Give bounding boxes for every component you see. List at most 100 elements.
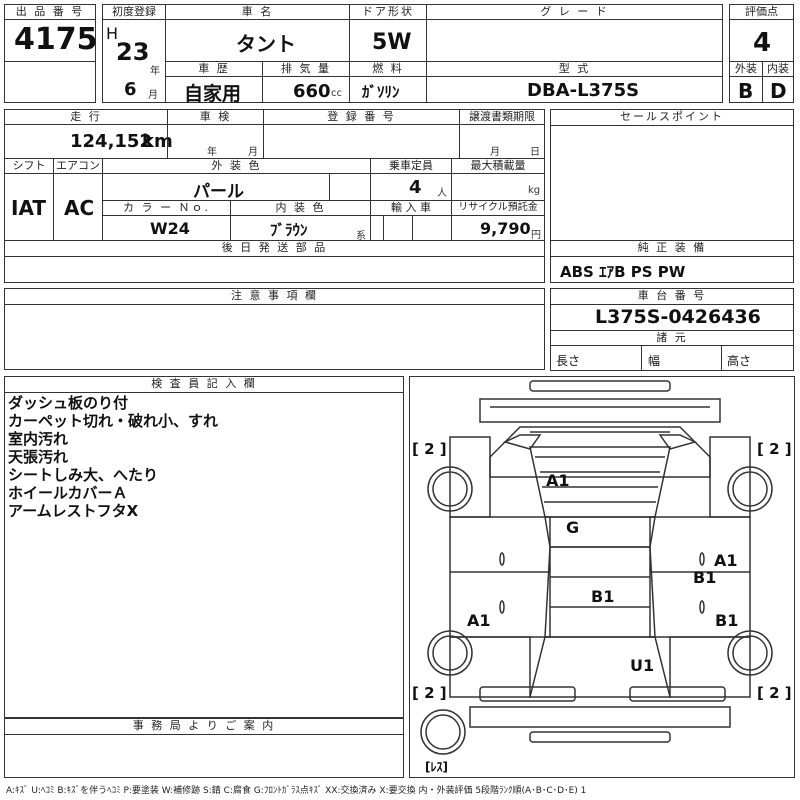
mark-back-door: U1 (630, 656, 655, 675)
interior-color-value: ﾌﾞﾗｳﾝ (270, 221, 308, 239)
reg-year: 23 (116, 38, 150, 66)
displacement-unit: cc (331, 88, 342, 99)
reg-month: 6 (124, 79, 137, 100)
door-value: 5W (372, 30, 412, 55)
recycle-unit: 円 (531, 230, 541, 241)
inspector-notes: ダッシュ板のり付 カーペット切れ・破れ小、すれ 室内汚れ 天張汚れ シートしみ大… (8, 394, 398, 520)
interior-grade: D (770, 79, 787, 103)
lot-number-label: 出 品 番 号 (4, 4, 96, 20)
fuel-label: 燃 料 (349, 61, 427, 77)
first-reg-label: 初度登録 (102, 4, 166, 20)
later-parts-box (4, 256, 545, 283)
chassis-label: 車 台 番 号 (550, 288, 794, 305)
tire-mark-rl: [ 2 ] (412, 684, 447, 702)
chassis-number: L375S-0426436 (595, 306, 761, 328)
model-label: 型 式 (426, 61, 723, 77)
note-line: シートしみ大、へたり (8, 466, 159, 484)
legend: A:ｷｽﾞ U:ﾍｺﾐ B:ｷｽﾞを伴うﾍｺﾐ P:要塗装 W:補修跡 S:錆 … (6, 786, 587, 796)
model-value: DBA-L375S (527, 80, 640, 101)
ac-value: AC (64, 196, 95, 220)
import-box-c (412, 215, 452, 241)
mark-right-front-door-b: B1 (693, 568, 717, 587)
mark-right-front-door: A1 (714, 551, 738, 570)
sales-points-box (550, 125, 794, 241)
note-line: 天張汚れ (8, 448, 69, 466)
mark-right-rear: B1 (715, 611, 739, 630)
import-box-b (383, 215, 413, 241)
car-name: タント (236, 32, 296, 56)
later-parts-label: 後 日 発 送 部 品 (4, 240, 545, 257)
lot-number: 4175 (14, 22, 98, 57)
displacement-label: 排 気 量 (262, 61, 350, 77)
mark-roof: B1 (591, 587, 615, 606)
mileage-value: 124,152 (70, 131, 152, 152)
inspection-month-unit: 月 (248, 147, 258, 158)
notes-box (4, 304, 545, 370)
color-number-label: カ ラ ー Ｎｏ. (102, 200, 231, 216)
mark-spare-tire: [ﾚｽ] (425, 760, 448, 774)
fuel-value: ｶﾞｿﾘﾝ (362, 83, 400, 101)
note-line: カーペット切れ・破れ小、すれ (8, 412, 219, 430)
sales-points-label: セールスポイント (550, 109, 794, 126)
ac-label: エアコン (53, 158, 103, 174)
exterior-grade: B (738, 79, 754, 103)
note-line: ホイールカバーＡ (8, 484, 128, 502)
height-box (721, 345, 794, 371)
max-load-label: 最大積載量 (451, 158, 545, 174)
shift-value: IAT (11, 196, 47, 220)
max-load-unit: kg (528, 185, 541, 196)
note-line: 室内汚れ (8, 430, 69, 448)
reg-number-box (263, 124, 460, 159)
car-name-label: 車 名 (165, 4, 350, 20)
recycle-label: リサイクル預託金 (451, 200, 545, 216)
score-value: 4 (753, 28, 772, 58)
inspector-label: 検 査 員 記 入 欄 (4, 376, 404, 393)
history-value: 自家用 (184, 83, 242, 105)
reg-number-label: 登 録 番 号 (263, 109, 460, 125)
model-box (426, 76, 723, 103)
displacement-value: 660 (293, 81, 331, 102)
interior-color-unit: 系 (356, 231, 366, 242)
height-label: 高さ (727, 354, 752, 368)
score-label: 評価点 (729, 4, 794, 20)
color-label: 外 装 色 (102, 158, 371, 174)
equipment-box (550, 256, 794, 283)
year-unit: 年 (150, 66, 160, 77)
history-label: 車 歴 (165, 61, 263, 77)
inspector-box (4, 392, 404, 718)
lot-lower-box (4, 61, 96, 103)
width-label: 幅 (648, 354, 661, 368)
notes-label: 注 意 事 項 欄 (4, 288, 545, 305)
door-label: ドア形状 (349, 4, 427, 20)
dims-label: 諸 元 (550, 330, 794, 346)
recycle-value: 9,790 (480, 219, 531, 238)
equipment-label: 純 正 装 備 (550, 240, 794, 257)
era: H (106, 24, 119, 43)
mileage-unit: km (142, 131, 173, 152)
office-box (4, 734, 404, 778)
capacity-label: 乗車定員 (370, 158, 452, 174)
grade-label: グ レ ー ド (426, 4, 723, 20)
capacity-unit: 人 (437, 188, 447, 199)
interior-grade-label: 内装 (762, 61, 794, 77)
capacity-value: 4 (409, 177, 422, 198)
shift-label: シフト (4, 158, 54, 174)
inspection-label: 車 検 (167, 109, 264, 125)
import-label: 輸 入 車 (370, 200, 452, 216)
tire-mark-fl: [ 2 ] (412, 440, 447, 458)
grade-box (426, 19, 723, 62)
tire-mark-rr: [ 2 ] (757, 684, 792, 702)
length-label: 長さ (556, 354, 581, 368)
month-unit: 月 (148, 90, 158, 101)
note-line: アームレストフタX (8, 502, 139, 520)
color-value: パール (193, 182, 244, 202)
import-box-a (370, 215, 384, 241)
mark-left-rear: A1 (467, 611, 491, 630)
office-label: 事 務 局 よ り ご 案 内 (4, 718, 404, 735)
mileage-label: 走 行 (4, 109, 168, 125)
exterior-grade-label: 外装 (729, 61, 763, 77)
note-line: ダッシュ板のり付 (8, 394, 129, 412)
tire-mark-fr: [ 2 ] (757, 440, 792, 458)
car-body-diagram (420, 380, 773, 755)
equipment-value: ABS ｴｱB PS PW (560, 263, 686, 281)
